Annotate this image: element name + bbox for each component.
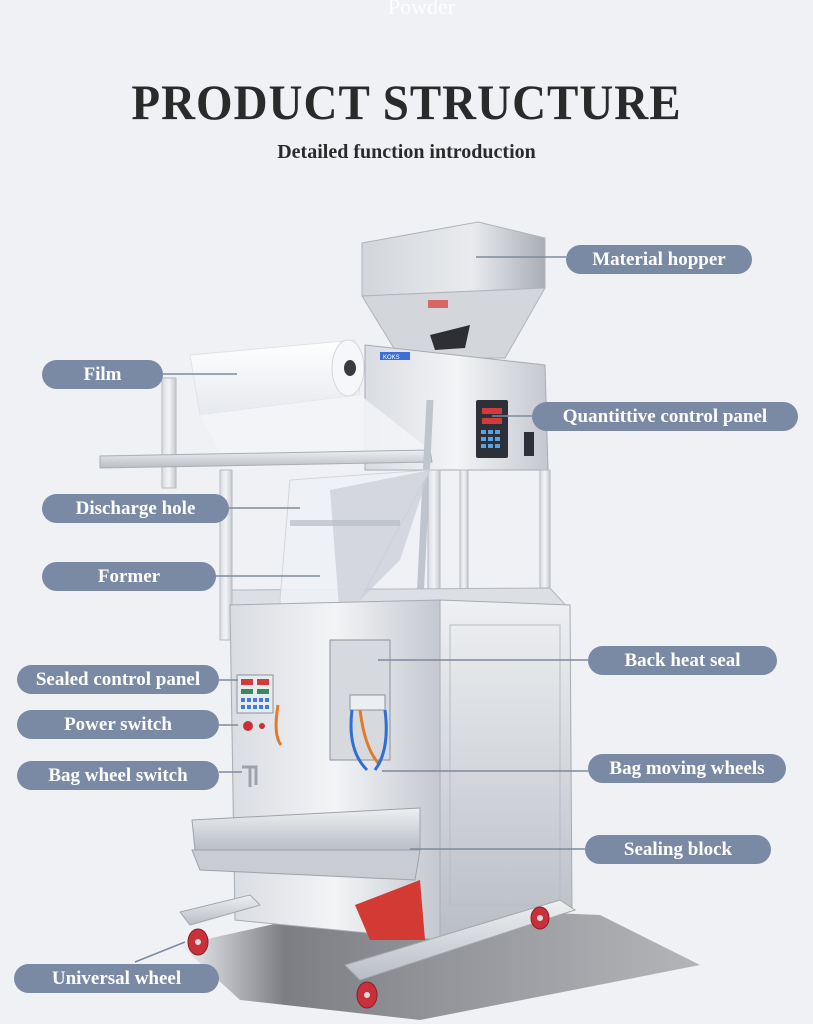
page-title: PRODUCT STRUCTURE [131, 75, 682, 131]
base-frame [179, 894, 577, 981]
page-subtitle: Detailed function introduction [277, 141, 536, 163]
faded-header-text: Powder [387, 0, 456, 19]
label-material-hopper: Material hopper [566, 245, 752, 274]
brand-badge [380, 352, 410, 360]
label-bag-wheel-switch: Bag wheel switch [17, 761, 219, 790]
label-quantitative-control-panel: Quantittive control panel [532, 402, 798, 431]
label-discharge-hole: Discharge hole [42, 494, 229, 523]
material-hopper [361, 221, 546, 359]
universal-wheels [187, 906, 550, 1009]
lower-cabinet [191, 599, 573, 941]
label-power-switch: Power switch [17, 710, 219, 739]
label-back-heat-seal: Back heat seal [588, 646, 777, 675]
label-sealing-block: Sealing block [585, 835, 771, 864]
label-bag-moving-wheels: Bag moving wheels [588, 754, 786, 783]
label-film: Film [42, 360, 163, 389]
film-roll [99, 339, 434, 601]
label-sealed-control-panel: Sealed control panel [17, 665, 219, 694]
bag-wheel-switch-device [242, 765, 258, 787]
label-universal-wheel: Universal wheel [14, 964, 219, 993]
power-switch-device [243, 721, 253, 731]
quantitative-control-panel-device [476, 400, 508, 458]
svg-text:KOKS: KOKS [383, 355, 400, 361]
floor-shadow [180, 905, 700, 1020]
label-former: Former [42, 562, 216, 591]
leader-lines [134, 256, 588, 963]
